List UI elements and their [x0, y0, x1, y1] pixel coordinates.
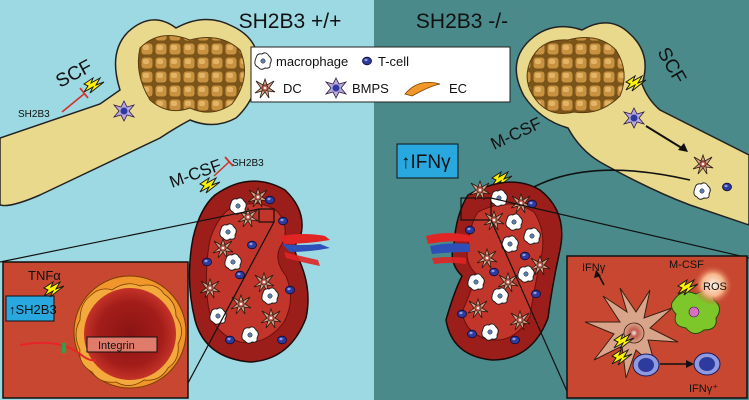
legend-bmps: BMPS	[352, 81, 389, 96]
right-ifng-box	[396, 143, 459, 179]
left-kidney-inhibit-line	[213, 161, 230, 177]
left-zoom-line-top	[0, 208, 260, 263]
right-inset-ros: ROS	[703, 281, 727, 293]
legend-tcell: T-cell	[378, 54, 409, 69]
legend-ec: EC	[449, 81, 467, 96]
right-inset-mcsf: M-CSF	[669, 259, 704, 271]
legend-macrophage-icon	[254, 52, 272, 70]
right-zoom-line-bottom	[490, 219, 571, 399]
legend-dc: DC	[283, 81, 302, 96]
left-inset-tnfa: TNFα	[28, 268, 61, 283]
left-sh2b3-inhibit-line	[61, 93, 85, 113]
right-bone-tcell	[722, 182, 732, 192]
right-inset	[566, 255, 748, 399]
legend-ec-icon	[404, 81, 441, 97]
right-inset-ifng: IFNγ	[582, 262, 606, 274]
left-inset	[2, 261, 189, 399]
legend: macrophage T-cell DC BMPS EC	[250, 46, 511, 103]
left-sh2b3-kidney-label: SH2B3	[232, 158, 264, 169]
legend-tcell-icon	[362, 56, 372, 66]
right-panel-title: SH2B3 -/-	[416, 10, 508, 33]
right-ifng-box-label: ↑IFNγ	[401, 152, 451, 173]
left-zoom-line-bottom	[179, 221, 275, 399]
left-kidney-inhibit-bar	[224, 156, 234, 167]
legend-macrophage: macrophage	[276, 54, 348, 69]
left-sh2b3-bone-label: SH2B3	[18, 109, 50, 120]
right-inset-ifng-plus: IFNγ⁺	[689, 383, 718, 395]
left-sh2b3-inhibit-bar	[79, 87, 89, 99]
right-migration-arrow	[645, 125, 686, 151]
right-zoom-line-top	[490, 197, 749, 259]
left-panel-title: SH2B3 +/+	[239, 10, 342, 33]
left-inset-sh2b3-box: ↑SH2B3	[9, 302, 57, 317]
left-inset-integrin: Integrin	[98, 340, 135, 352]
right-bone-macrophage	[693, 182, 711, 200]
